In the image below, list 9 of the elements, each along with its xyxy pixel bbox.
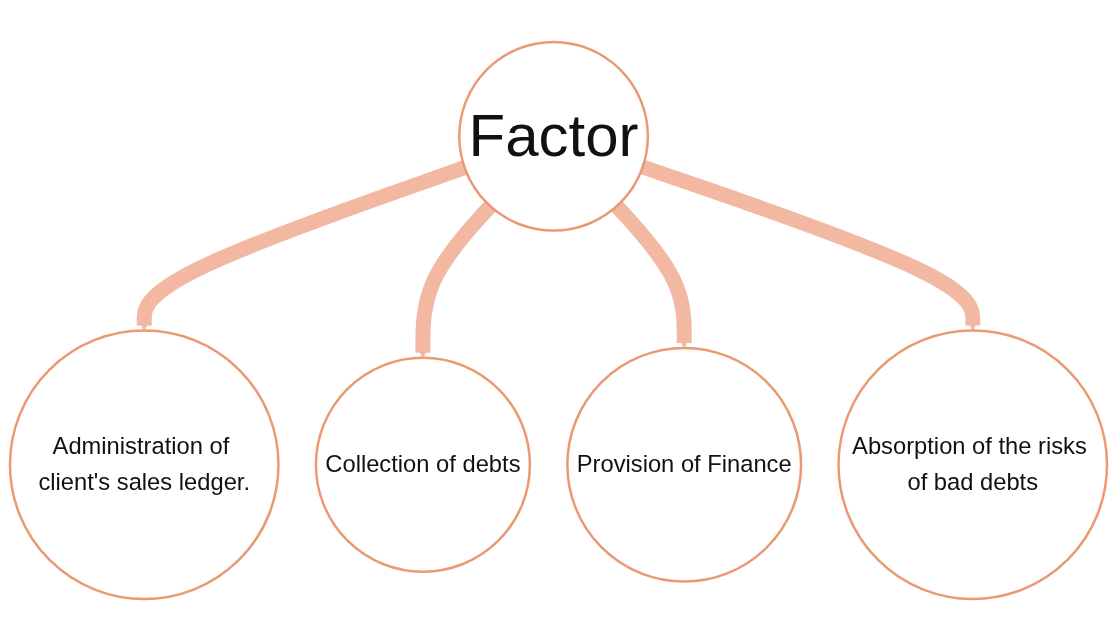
arrow: [415, 201, 496, 359]
node-circle: Collection of debts: [314, 356, 532, 573]
node-circle: Administration of client's sales ledger.: [8, 329, 280, 601]
arrow: [136, 160, 468, 331]
node-circle: Factor: [458, 40, 650, 232]
node-circle: Provision of Finance: [566, 346, 803, 583]
arrow: [611, 201, 692, 349]
node-circle: Absorption of the risks of bad debts: [837, 329, 1109, 601]
arrow: [640, 159, 981, 331]
